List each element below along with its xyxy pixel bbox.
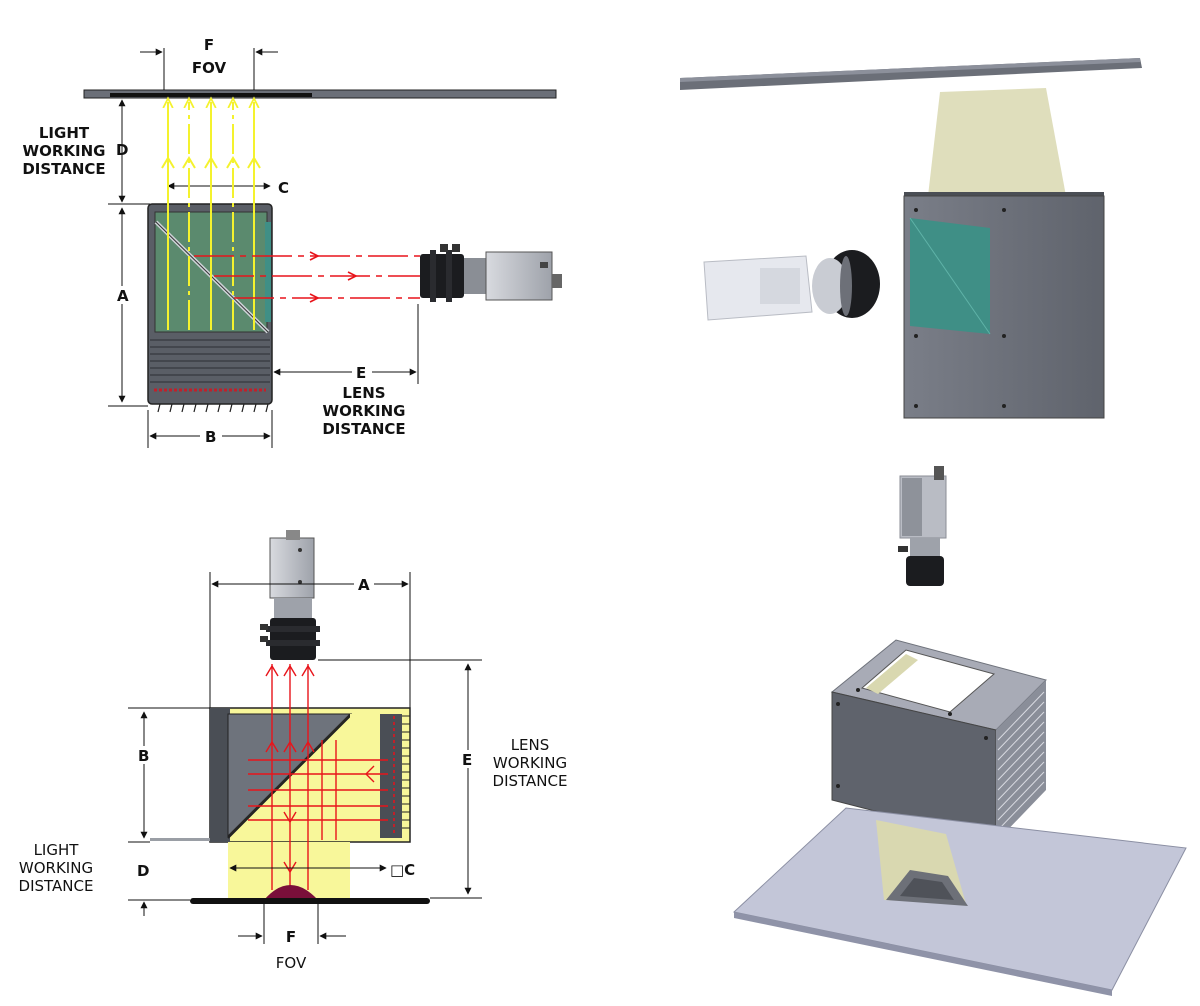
bottom-diagram: A bbox=[19, 530, 568, 972]
bottom-3d-heatsink bbox=[997, 691, 1045, 831]
bottom-target bbox=[264, 885, 318, 900]
bottom-3d-camera-icon bbox=[898, 466, 947, 586]
svg-text:LENS: LENS bbox=[342, 384, 385, 402]
bottom-3d-render bbox=[732, 466, 1187, 996]
bottom-label-d: D bbox=[137, 862, 149, 880]
svg-text:LENS: LENS bbox=[511, 736, 550, 754]
top-label-a: A bbox=[117, 287, 129, 305]
top-label-fov: FOV bbox=[192, 59, 227, 77]
top-label-c: C bbox=[278, 179, 289, 197]
top-light-working-distance-label: LIGHT WORKING DISTANCE bbox=[22, 124, 105, 178]
bottom-3d-box-side bbox=[996, 680, 1046, 842]
top-3d-light-beam bbox=[928, 88, 1066, 196]
top-lens-icon bbox=[420, 254, 464, 298]
bottom-light-working-distance-label: LIGHT WORKING DISTANCE bbox=[19, 841, 94, 895]
top-3d-render bbox=[680, 58, 1142, 419]
top-label-e: E bbox=[356, 364, 366, 382]
svg-text:WORKING: WORKING bbox=[493, 754, 567, 772]
top-imaging-rays bbox=[194, 251, 420, 303]
bottom-lens-working-distance-label: LENS WORKING DISTANCE bbox=[493, 736, 568, 790]
top-housing-feet bbox=[157, 403, 269, 413]
bottom-label-b: B bbox=[138, 747, 149, 765]
bottom-3d-lens-icon bbox=[906, 556, 944, 586]
top-diagram: F FOV D LIGHT WORKING DISTANCE C bbox=[22, 36, 562, 448]
top-target bbox=[110, 93, 312, 97]
top-3d-camera-icon bbox=[703, 250, 880, 321]
bottom-camera-icon bbox=[260, 530, 320, 660]
top-camera-icon bbox=[420, 244, 562, 302]
bottom-label-e: E bbox=[462, 751, 472, 769]
svg-text:WORKING: WORKING bbox=[19, 859, 93, 877]
bottom-heatsink bbox=[402, 715, 410, 829]
svg-text:LIGHT: LIGHT bbox=[39, 124, 90, 142]
bottom-imaging-rays bbox=[248, 664, 388, 890]
top-label-b: B bbox=[205, 428, 216, 446]
svg-text:DISTANCE: DISTANCE bbox=[493, 772, 568, 790]
bottom-surface-plate bbox=[190, 898, 430, 904]
top-surface-plate bbox=[83, 89, 557, 99]
top-label-d: D bbox=[116, 141, 128, 159]
top-label-f: F bbox=[204, 36, 214, 54]
svg-text:LIGHT: LIGHT bbox=[34, 841, 80, 859]
svg-text:WORKING: WORKING bbox=[23, 142, 106, 160]
bottom-label-f: F bbox=[286, 928, 296, 946]
svg-text:DISTANCE: DISTANCE bbox=[19, 877, 94, 895]
bottom-label-fov: FOV bbox=[276, 954, 307, 972]
top-lens-working-distance-label: LENS WORKING DISTANCE bbox=[322, 384, 405, 438]
top-light-ray-icon bbox=[161, 102, 261, 330]
top-heatsink bbox=[150, 339, 270, 383]
bottom-lens-icon bbox=[270, 618, 316, 660]
svg-text:DISTANCE: DISTANCE bbox=[322, 420, 405, 438]
top-window-edge bbox=[265, 222, 271, 322]
svg-text:DISTANCE: DISTANCE bbox=[22, 160, 105, 178]
bottom-label-c: □C bbox=[390, 861, 415, 879]
svg-text:WORKING: WORKING bbox=[323, 402, 406, 420]
bottom-label-a: A bbox=[358, 576, 370, 594]
